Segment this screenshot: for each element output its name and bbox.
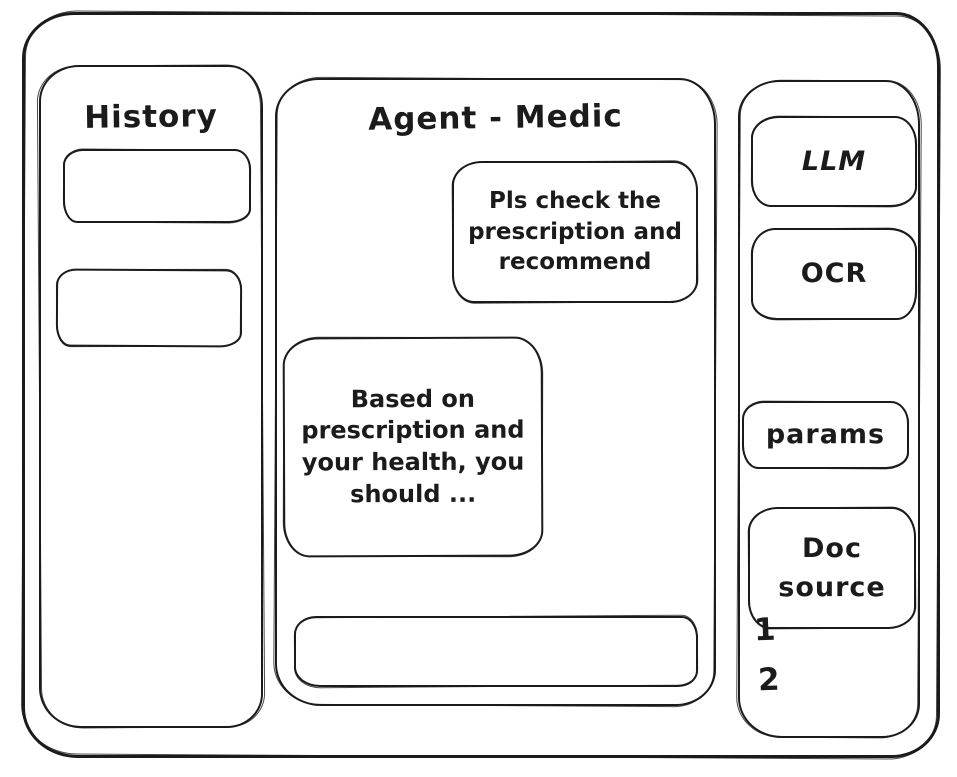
doc-source-item[interactable]: 2 <box>757 661 781 699</box>
history-title: History <box>83 98 219 136</box>
ocr-button[interactable]: OCR <box>751 228 917 320</box>
app-frame: History Agent - Medic Pls check the pres… <box>22 12 940 758</box>
chat-panel: Agent - Medic Pls check the prescription… <box>275 78 716 706</box>
doc-source-button[interactable]: Doc source <box>748 507 916 629</box>
params-button[interactable]: params <box>742 401 909 469</box>
assistant-message-bubble: Based on prescription and your health, y… <box>282 336 544 558</box>
history-item[interactable] <box>55 268 243 348</box>
llm-button[interactable]: LLM <box>751 116 917 207</box>
tools-panel: LLM OCR params Doc source 1 2 <box>738 80 920 738</box>
chat-title: Agent - Medic <box>367 98 624 138</box>
chat-input[interactable] <box>294 616 698 687</box>
user-message-bubble: Pls check the prescription and recommend <box>452 161 698 303</box>
history-panel: History <box>39 65 263 728</box>
history-item[interactable] <box>63 149 251 223</box>
doc-source-item[interactable]: 1 <box>753 611 777 649</box>
